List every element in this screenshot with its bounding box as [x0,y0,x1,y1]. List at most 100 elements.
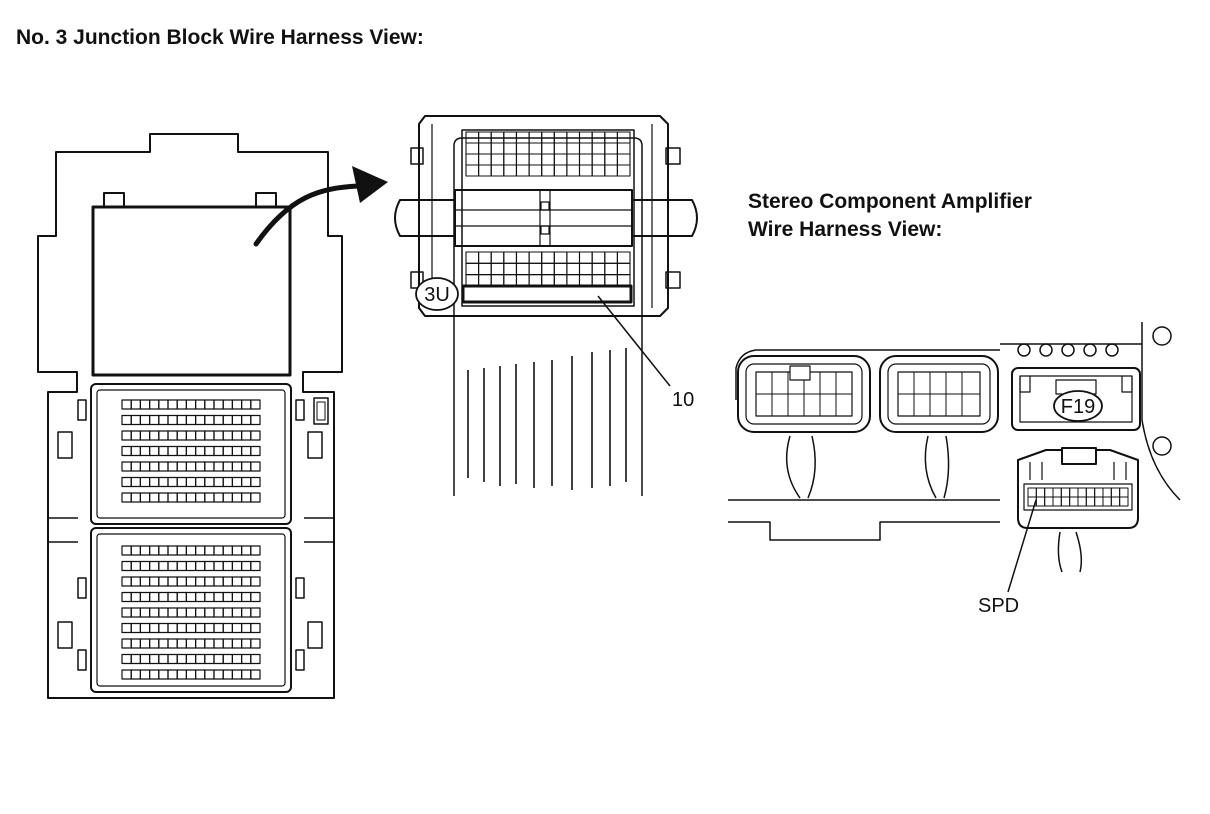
terminal-cavity [130,653,141,665]
terminal-cavity [213,414,224,426]
connector-cavity [515,153,530,166]
terminal-cavity [195,622,206,634]
connector-cavity [490,164,505,177]
connector-3u-housing [418,115,669,317]
terminal-cavity [139,607,151,618]
connector-cavity [503,153,517,166]
terminal-cavity [176,638,187,649]
terminal-cavity [231,653,243,665]
terminal-cavity [204,576,215,587]
terminal-cavity [231,545,243,556]
terminal-cavity [121,461,132,472]
terminal-cavity [167,476,178,488]
connector-3u-bracket [453,137,643,496]
connector-cavity [1052,487,1062,498]
connector-cavity [515,142,530,155]
terminal-cavity [185,638,197,649]
terminal-cavity [231,576,243,587]
spd-label: SPD [978,595,1019,617]
terminal-cavity [185,560,197,572]
terminal-cavity [231,461,243,472]
terminal-cavity [222,476,233,488]
terminal-cavity [204,591,215,603]
terminal-cavity [222,430,233,441]
terminal-cavity [158,622,169,634]
terminal-cavity [250,399,261,410]
terminal-cavity [195,653,206,665]
terminal-cavity [139,622,151,634]
terminal-cavity [213,461,224,472]
terminal-cavity [250,560,261,572]
leader-line-spd [1007,499,1037,593]
terminal-cavity [176,414,187,426]
terminal-cavity [231,430,243,441]
connector-cavity [553,251,568,264]
connector-cavity [490,251,505,264]
terminal-cavity [250,545,261,556]
connector-cavity [515,274,530,287]
terminal-cavity [158,545,169,556]
connector-cavity [503,142,517,155]
terminal-cavity [130,414,141,426]
stereo-amplifier: F19 SPD [728,322,1181,617]
terminal-cavity [241,638,252,649]
terminal-cavity [222,576,233,587]
junction-block-outline [37,133,343,699]
terminal-cavity [231,669,243,680]
terminal-cavity [158,492,169,503]
terminal-cavity [213,669,224,680]
terminal-cavity [185,669,197,680]
connector-cavity [566,153,581,166]
connector-cavity [465,274,480,287]
connector-cavity [528,153,543,166]
terminal-cavity [213,576,224,587]
connector-cavity [578,153,593,166]
terminal-cavity [204,669,215,680]
terminal-cavity [176,560,187,572]
terminal-cavity [130,545,141,556]
connector-cavity [465,153,480,166]
connector-cavity [528,142,543,155]
terminal-cavity [167,560,178,572]
terminal-cavity [231,445,243,457]
terminal-cavity [204,414,215,426]
amplifier-title-line1: Stereo Component Amplifier [748,190,1032,213]
terminal-cavity [204,399,215,410]
terminal-cavity [241,545,252,556]
terminal-cavity [231,591,243,603]
connector-cavity [616,251,631,264]
terminal-cavity [222,445,233,457]
terminal-cavity [176,576,187,587]
terminal-cavity [121,430,132,441]
terminal-cavity [130,399,141,410]
connector-cavity [515,251,530,264]
connector-cavity [604,142,618,155]
connector-3u-body [461,129,635,307]
connector-cavity [1044,496,1054,507]
terminal-cavity [241,669,252,680]
terminal-cavity [139,461,151,472]
terminal-cavity [241,414,252,426]
connector-cavity [553,274,568,287]
terminal-cavity [176,492,187,503]
terminal-cavity [250,622,261,634]
connector-cavity [478,142,492,155]
terminal-cavity [158,445,169,457]
amplifier-board-outline [728,322,1181,541]
connector-cavity [1035,487,1046,498]
amp-connector-spd [1017,447,1139,573]
terminal-cavity [250,576,261,587]
terminal-cavity [176,545,187,556]
terminal-cavity [167,545,178,556]
terminal-cavity [213,476,224,488]
connector-cavity [465,251,480,264]
terminal-cavity [241,461,252,472]
terminal-cavity [195,560,206,572]
terminal-cavity [167,492,178,503]
terminal-cavity [185,445,197,457]
terminal-cavity [130,560,141,572]
connector-cavity [515,262,530,276]
terminal-cavity [167,591,178,603]
terminal-cavity [185,414,197,426]
connector-cavity [515,164,530,177]
